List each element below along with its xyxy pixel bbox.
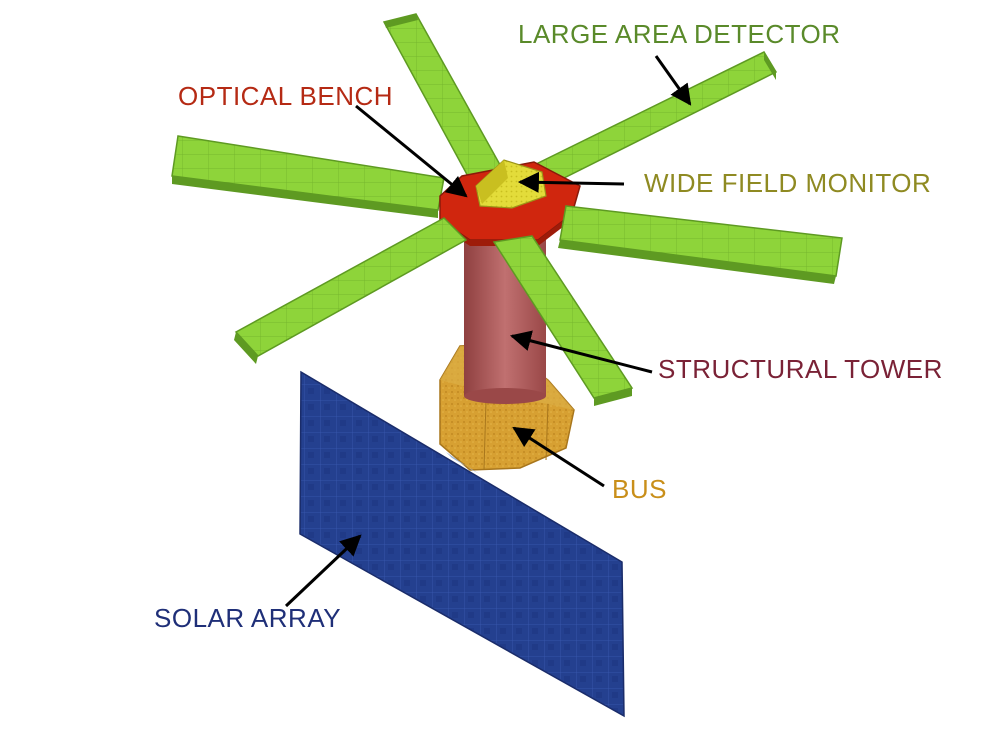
arrow-wide-field-monitor	[517, 171, 625, 193]
label-large-area-detector: LARGE AREA DETECTOR	[518, 19, 841, 49]
arrow-structural-tower	[509, 330, 653, 374]
label-optical-bench: OPTICAL BENCH	[178, 81, 394, 111]
label-solar-array: SOLAR ARRAY	[154, 603, 342, 633]
solar-array-panel	[299, 370, 625, 718]
arrow-optical-bench	[355, 104, 468, 198]
arrow-solar-array	[284, 534, 362, 608]
label-structural-tower: STRUCTURAL TOWER	[658, 354, 943, 384]
callout-arrows	[284, 55, 692, 608]
label-bus: BUS	[612, 474, 667, 504]
arrow-large-area-detector	[654, 55, 692, 106]
label-wide-field-monitor: WIDE FIELD MONITOR	[644, 168, 932, 198]
arrow-bus	[512, 426, 605, 488]
large-area-detector-panels-back	[171, 13, 778, 218]
